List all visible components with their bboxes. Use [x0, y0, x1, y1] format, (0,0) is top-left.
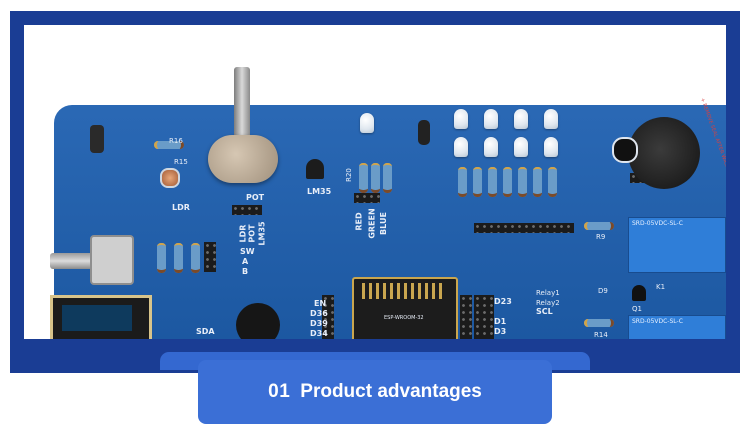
resistor-r14 — [584, 319, 614, 327]
relay-module: SRD-05VDC-SL-C — [628, 217, 726, 273]
capacitor — [612, 137, 638, 163]
resistor — [359, 163, 368, 193]
led — [514, 137, 528, 157]
resistor — [518, 167, 527, 197]
label-d36: D36 — [310, 309, 328, 318]
resistor — [548, 167, 557, 197]
label-pot-vert: POT — [247, 224, 257, 243]
label-d34: D34 — [310, 329, 328, 338]
label-r15: R15 — [174, 158, 188, 166]
label-relay2: Relay2 — [536, 299, 560, 307]
relay-label: SRD-05VDC-SL-C — [632, 220, 683, 227]
potentiometer-shaft — [234, 67, 250, 147]
resistor — [473, 167, 482, 197]
led — [454, 137, 468, 157]
label-d9: D9 — [598, 287, 608, 295]
potentiometer-body — [208, 135, 278, 183]
resistor — [157, 243, 166, 273]
label-red: RED — [354, 212, 364, 231]
relay-label: SRD-05VDC-SL-C — [632, 318, 683, 325]
label-green: GREEN — [367, 208, 377, 239]
resistor — [503, 167, 512, 197]
label-sda: SDA — [196, 327, 215, 336]
led — [484, 137, 498, 157]
resistor-r9 — [584, 222, 614, 230]
label-en: EN — [314, 299, 327, 308]
label-scl: SCL — [536, 307, 553, 316]
pin-header — [474, 223, 574, 233]
led — [514, 109, 528, 129]
resistor-r16 — [154, 141, 184, 149]
label-r9: R9 — [596, 233, 606, 241]
resistor — [371, 163, 380, 193]
led — [454, 109, 468, 129]
label-lm35-vert: LM35 — [257, 221, 267, 246]
resistor — [488, 167, 497, 197]
round-component — [236, 303, 280, 339]
pin-header — [354, 193, 380, 203]
rgb-led — [360, 113, 374, 133]
label-ldr: LDR — [172, 203, 190, 212]
transistor-q1 — [632, 285, 646, 301]
label-k1: K1 — [656, 283, 666, 291]
label-relay1: Relay1 — [536, 289, 560, 297]
pin-header — [232, 205, 262, 215]
resistor — [458, 167, 467, 197]
label-d3: D3 — [494, 327, 507, 336]
led — [544, 109, 558, 129]
section-title-box: 01 Product advantages — [198, 360, 552, 424]
label-pot: POT — [246, 193, 265, 202]
section-number: 01 — [268, 381, 291, 402]
mounting-post — [90, 125, 104, 153]
lm35-sensor — [306, 159, 324, 179]
label-ldr-vert: LDR — [238, 224, 248, 243]
label-lm35: LM35 — [307, 187, 332, 196]
buzzer — [628, 117, 700, 189]
label-blue: BLUE — [378, 212, 388, 235]
led — [544, 137, 558, 157]
label-d39: D39 — [310, 319, 328, 328]
esp32-label: ESP-WROOM-32 — [384, 315, 424, 321]
pin-header — [474, 295, 494, 339]
rotary-encoder-shaft — [50, 253, 94, 269]
led — [484, 109, 498, 129]
label-b: B — [242, 267, 249, 276]
esp32-antenna — [362, 283, 444, 299]
rotary-encoder-body — [90, 235, 134, 285]
oled-screen — [62, 305, 132, 331]
pin-header — [204, 242, 216, 272]
resistor — [174, 243, 183, 273]
label-sw: SW — [240, 247, 255, 256]
resistor — [533, 167, 542, 197]
label-a: A — [242, 257, 249, 266]
mounting-post-right — [418, 120, 430, 145]
label-d1: D1 — [494, 317, 507, 326]
resistor — [383, 163, 392, 193]
ldr-sensor — [160, 168, 180, 188]
label-r14: R14 — [594, 331, 608, 339]
label-r20: R20 — [344, 168, 353, 182]
section-title: Product advantages — [300, 381, 482, 402]
label-d23: D23 — [494, 297, 512, 306]
pcb-board-photo: + REMOVE SEAL AFTER WASHING ESP-WROOM-32… — [24, 25, 726, 339]
label-r16: R16 — [169, 137, 183, 145]
label-q1: Q1 — [632, 305, 642, 313]
pin-header — [460, 295, 472, 339]
pin-header — [322, 295, 334, 339]
relay-module: SRD-05VDC-SL-C — [628, 315, 726, 339]
resistor — [191, 243, 200, 273]
